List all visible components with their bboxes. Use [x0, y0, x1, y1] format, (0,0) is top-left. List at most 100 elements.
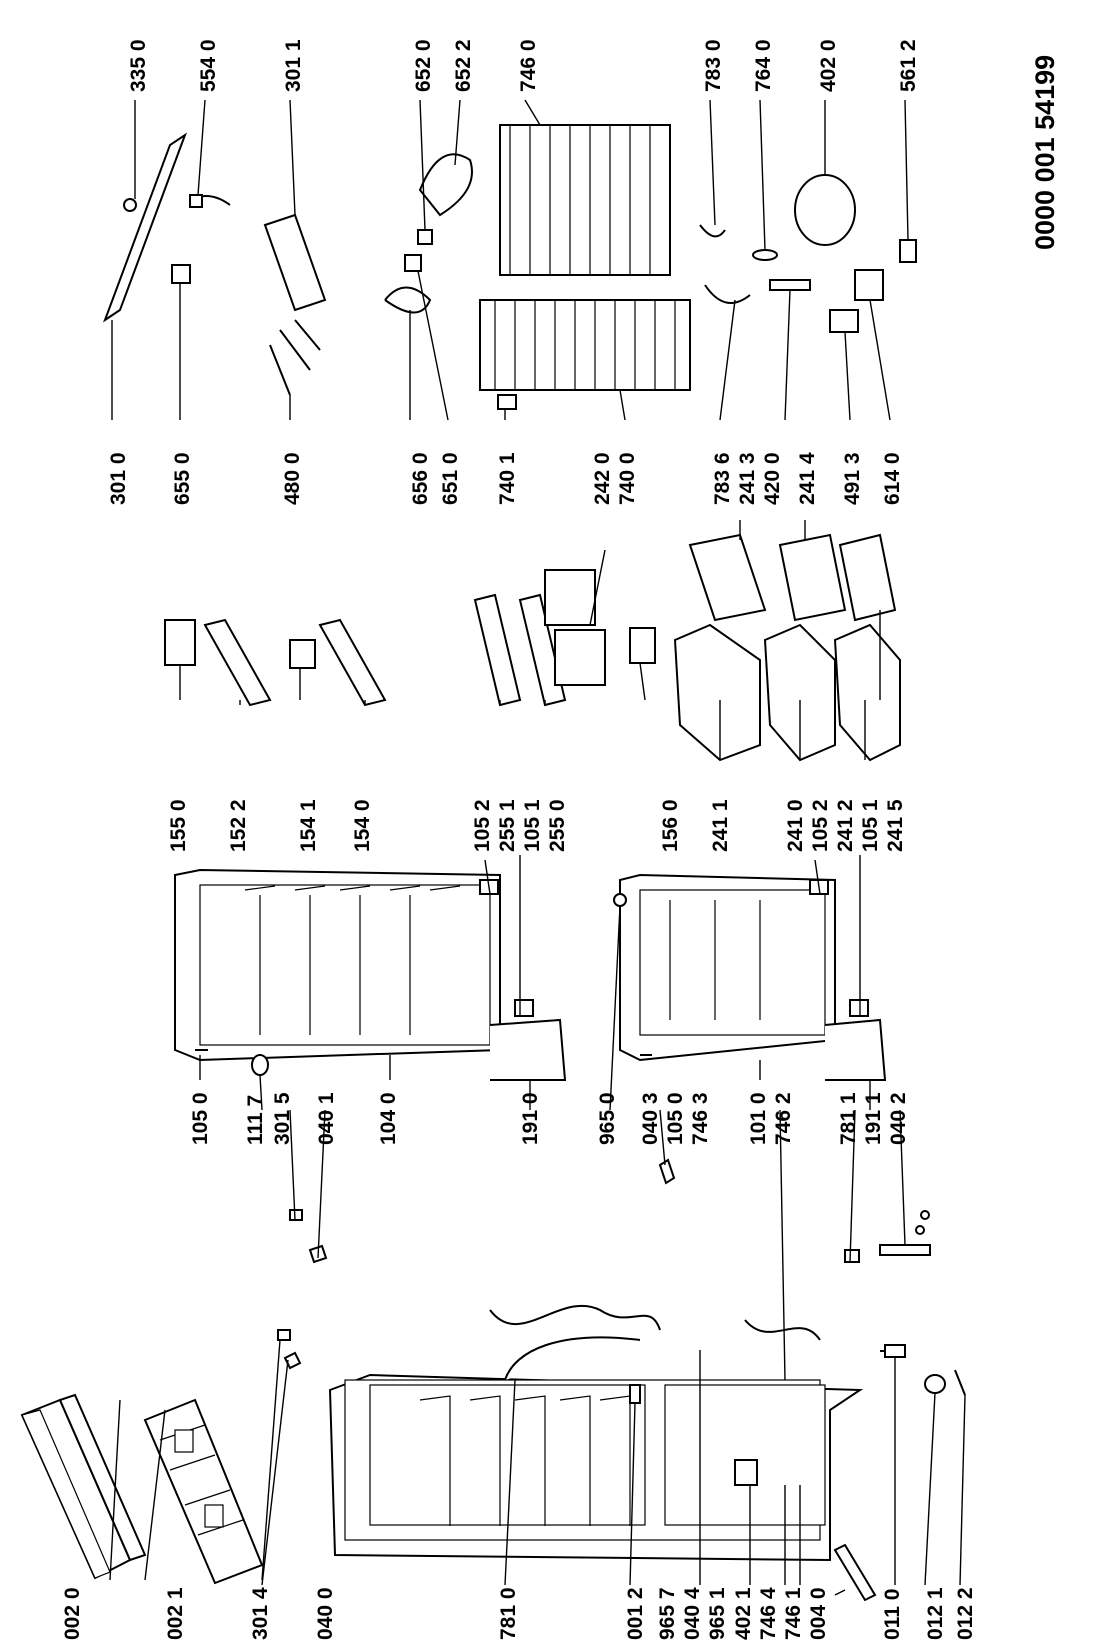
cap-9650 [613, 893, 627, 907]
part-label: 656 0 [409, 452, 432, 505]
document-number: 0000 001 54199 [1030, 54, 1060, 250]
screw-0122 [954, 1369, 966, 1396]
control-panel-3010 [102, 132, 188, 323]
foot-0121 [924, 1374, 946, 1394]
part-label: 241 3 [736, 452, 759, 505]
part-label: 004 0 [807, 1587, 830, 1640]
drawer-front-2415 [838, 533, 897, 622]
part-label: 746 1 [782, 1587, 805, 1640]
part-label: 491 3 [841, 452, 864, 505]
part-label: 614 0 [881, 452, 904, 505]
drawer-2412 [833, 623, 901, 762]
part-label: 241 1 [709, 799, 732, 852]
relay-6140 [854, 269, 884, 301]
part-label: 191 1 [862, 1092, 885, 1145]
part-label: 105 2 [471, 799, 494, 852]
cover-3011 [263, 213, 327, 312]
part-label: 111 7 [244, 1094, 267, 1145]
part-label: 651 0 [439, 452, 462, 505]
shelf-2551 [473, 593, 522, 707]
part-label: 012 1 [924, 1587, 947, 1640]
part-label: 301 4 [249, 1587, 272, 1640]
part-label: 241 2 [834, 799, 857, 852]
part-label: 965 7 [656, 1587, 679, 1640]
holder-1541 [289, 639, 316, 669]
clip-3014 [277, 1329, 291, 1341]
part-label: 480 0 [281, 452, 304, 505]
drawer-front-2414 [778, 533, 847, 622]
gasket-7810 [504, 1336, 641, 1381]
part-label: 241 0 [784, 799, 807, 852]
part-4021 [734, 1459, 758, 1486]
lamp-cover-6522 [418, 153, 473, 217]
shelf-2550 [518, 593, 567, 707]
part-label: 242 0 [591, 452, 614, 505]
foot-0110 [880, 1344, 906, 1358]
evaporator-7460 [499, 124, 671, 276]
part-label: 040 0 [314, 1587, 337, 1640]
balcony-1540 [318, 618, 387, 707]
part-0403 [658, 1158, 676, 1185]
capillary-7836 [704, 284, 751, 304]
part-label: 746 2 [772, 1092, 795, 1145]
part-label: 554 0 [197, 39, 220, 92]
part-label: 154 1 [297, 799, 320, 852]
drawer-2411 [673, 623, 761, 762]
gasket-1911 [824, 1018, 887, 1081]
part-label: 105 1 [859, 799, 882, 852]
part-label: 402 0 [817, 39, 840, 92]
evaporator-7400 [479, 299, 691, 391]
part-label: 652 0 [412, 39, 435, 92]
part-label: 301 5 [271, 1092, 294, 1145]
part-label: 301 0 [107, 452, 130, 505]
lampholder-6520 [417, 229, 433, 245]
part-label: 152 2 [227, 799, 250, 852]
freezer-door-1040 [174, 868, 501, 1062]
clip-7811 [844, 1249, 860, 1263]
part-label: 040 2 [887, 1092, 910, 1145]
part-0012 [629, 1384, 641, 1404]
part-label: 011 0 [881, 1588, 904, 1640]
part-label: 746 3 [689, 1092, 712, 1145]
lamp-6560 [384, 286, 432, 314]
bin-2420 [544, 569, 606, 686]
part-label: 655 0 [171, 452, 194, 505]
part-label: 002 0 [61, 1587, 84, 1640]
part-label: 965 1 [706, 1587, 729, 1640]
cabinet [328, 1304, 864, 1562]
part-label: 740 1 [496, 452, 519, 505]
drawer-front-2413 [688, 533, 767, 622]
part-label: 402 1 [732, 1587, 755, 1640]
part-label: 105 0 [664, 1092, 687, 1145]
part-label: 101 0 [747, 1092, 770, 1145]
part-label: 764 0 [752, 39, 775, 92]
compressor-4020 [794, 174, 856, 246]
sensor-5540 [189, 194, 231, 208]
part-label: 561 2 [897, 39, 920, 92]
part-label: 335 0 [127, 39, 150, 92]
part-label: 241 4 [796, 452, 819, 505]
part-label: 255 1 [496, 799, 519, 852]
base-0040 [833, 1543, 877, 1602]
part-label: 301 1 [282, 39, 305, 92]
part-label: 002 1 [164, 1587, 187, 1640]
part-label: 104 0 [377, 1092, 400, 1145]
part-label: 746 4 [757, 1587, 780, 1640]
part-label: 105 2 [809, 799, 832, 852]
part-5612 [899, 239, 917, 263]
top-frame-0021 [143, 1398, 264, 1585]
top-cover-0020 [20, 1393, 147, 1580]
filter-7640 [752, 249, 778, 261]
part-label: 255 0 [546, 799, 569, 852]
part-label: 154 0 [351, 799, 374, 852]
fridge-door-1010 [619, 873, 836, 1062]
part-label: 652 2 [452, 39, 475, 92]
part-6550 [171, 264, 191, 284]
tube-7830 [699, 224, 726, 238]
hinge-1051b [849, 999, 869, 1017]
shelf-1550 [164, 619, 196, 666]
dryer-4200 [769, 279, 811, 291]
rack-1560 [629, 627, 656, 664]
part-label: 781 0 [497, 1587, 520, 1640]
part-label: 155 0 [167, 799, 190, 852]
